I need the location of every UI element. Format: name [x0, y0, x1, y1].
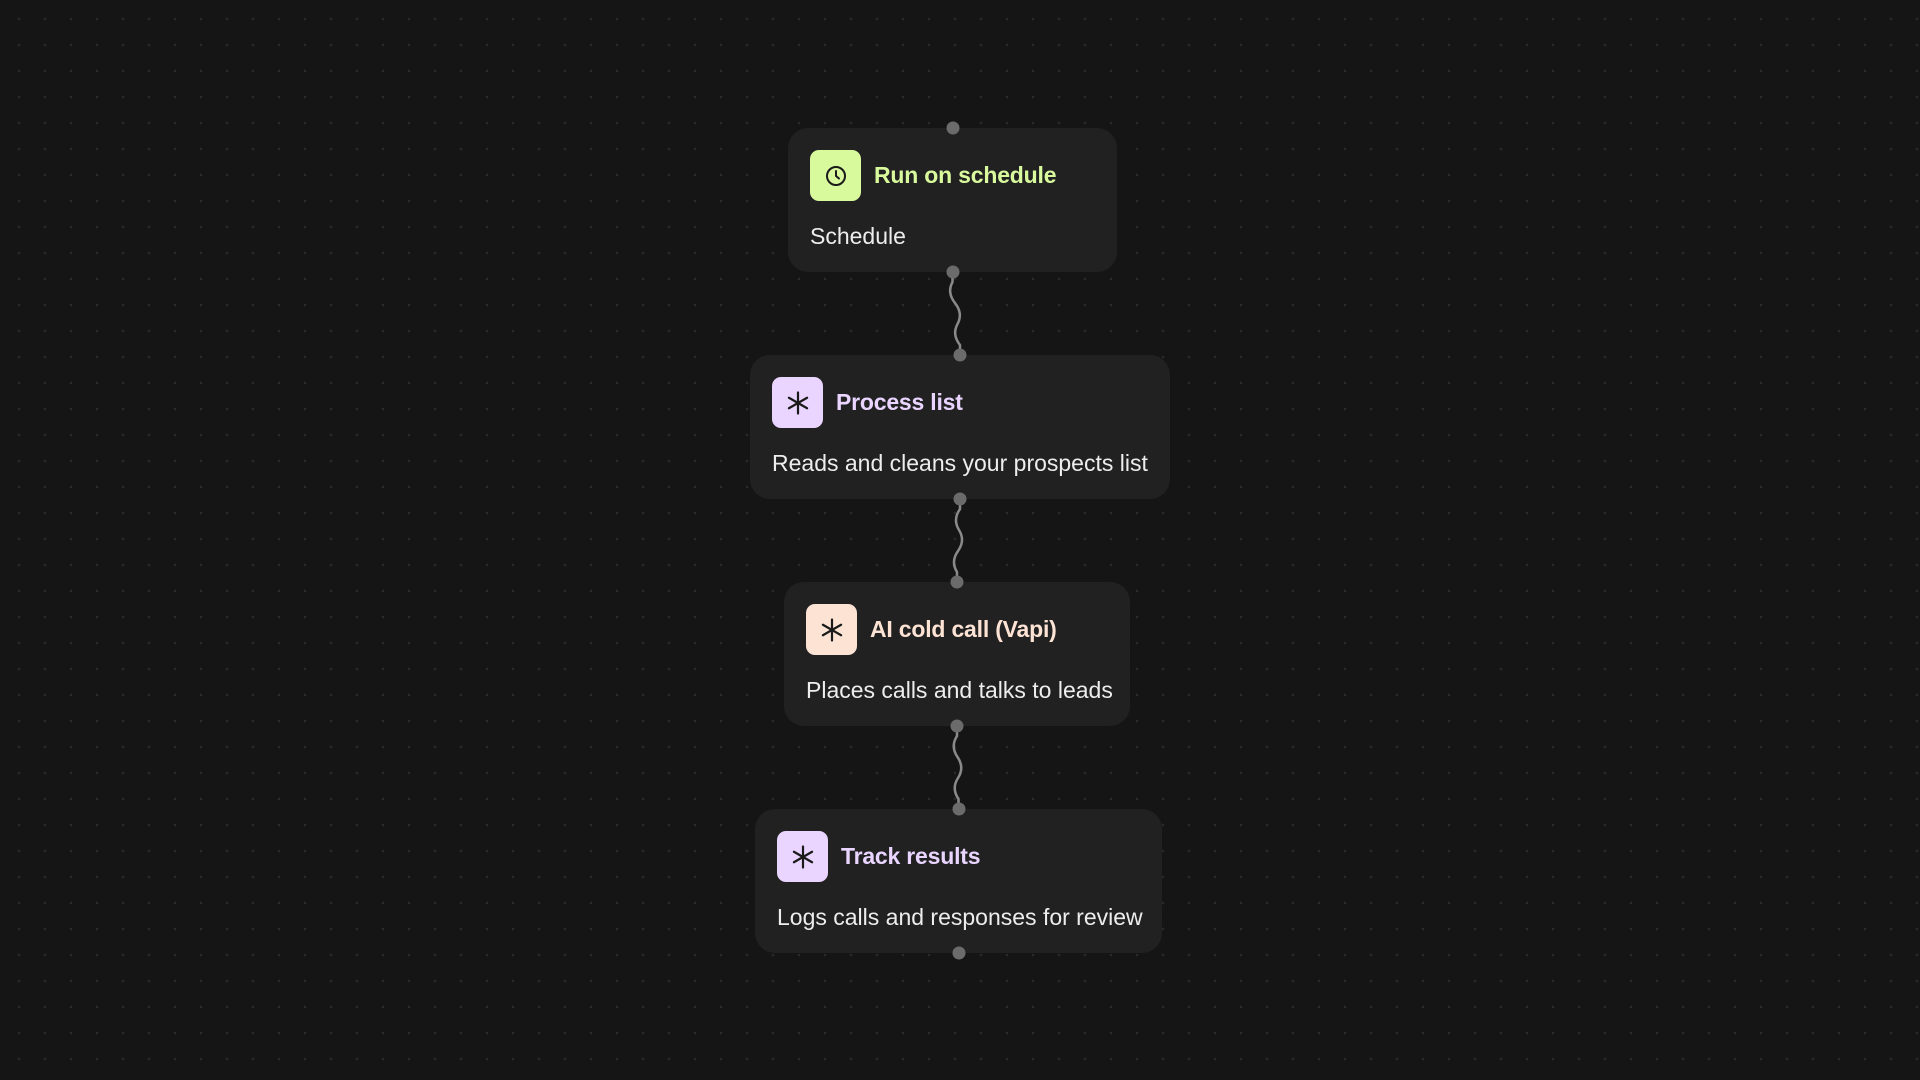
output-port[interactable] [950, 719, 964, 733]
input-port[interactable] [952, 802, 965, 816]
node-description: Logs calls and responses for review [777, 904, 1143, 930]
node-title: AI cold call (Vapi) [870, 616, 1057, 642]
node-ai-cold-call[interactable]: AI cold call (Vapi) Places calls and tal… [784, 582, 1130, 726]
node-description: Schedule [810, 223, 906, 249]
node-run-on-schedule[interactable]: Run on schedule Schedule [788, 128, 1117, 272]
node-title: Run on schedule [874, 162, 1057, 188]
node-process-list[interactable]: Process list Reads and cleans your prosp… [750, 355, 1170, 499]
node-description: Places calls and talks to leads [806, 677, 1113, 703]
connector-edge[interactable] [952, 730, 963, 805]
node-description: Reads and cleans your prospects list [772, 450, 1148, 476]
input-port[interactable] [946, 121, 959, 135]
sparkle-icon [777, 831, 828, 882]
sparkle-icon [772, 377, 823, 428]
node-title: Process list [836, 389, 963, 415]
input-port[interactable] [953, 348, 967, 362]
connector-edge[interactable] [952, 503, 964, 578]
output-port[interactable] [953, 492, 967, 506]
output-port[interactable] [946, 265, 959, 279]
connector-edge[interactable] [948, 276, 962, 351]
input-port[interactable] [950, 575, 964, 589]
node-track-results[interactable]: Track results Logs calls and responses f… [755, 809, 1162, 953]
output-port[interactable] [952, 946, 965, 960]
node-title: Track results [841, 843, 981, 869]
clock-icon [810, 150, 861, 201]
sparkle-icon [806, 604, 857, 655]
